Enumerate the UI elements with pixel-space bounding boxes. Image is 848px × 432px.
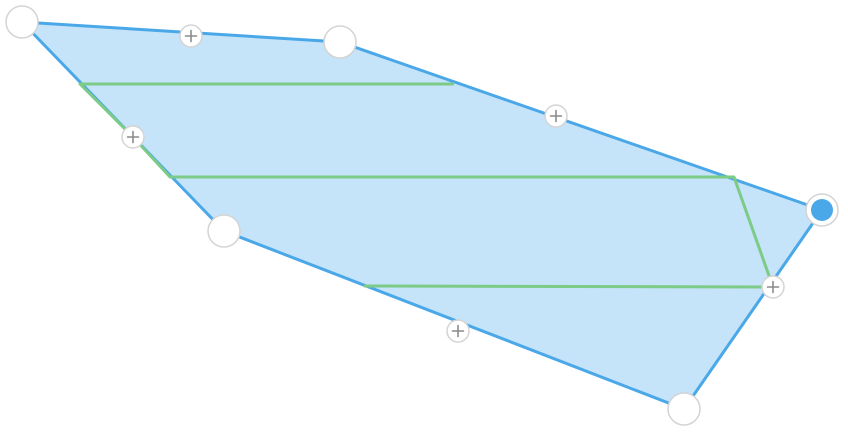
add-point-handle-top-right[interactable]	[544, 104, 568, 128]
vertex-handle-left[interactable]	[207, 214, 241, 248]
plus-icon	[451, 324, 465, 338]
add-point-handle-bottom[interactable]	[446, 319, 470, 343]
vertex-handle-top-left[interactable]	[5, 5, 39, 39]
vertex-handle-top[interactable]	[323, 25, 357, 59]
plus-icon	[184, 29, 198, 43]
plus-icon	[766, 280, 780, 294]
add-point-handle-top-left[interactable]	[179, 24, 203, 48]
polygon-area[interactable]	[20, 20, 824, 411]
add-point-handle-right[interactable]	[761, 275, 785, 299]
plus-icon	[126, 130, 140, 144]
add-point-handle-left[interactable]	[121, 125, 145, 149]
vertex-handle-bottom[interactable]	[667, 392, 701, 426]
plus-icon	[549, 109, 563, 123]
selected-indicator	[811, 199, 833, 221]
vertex-handle-right-selected[interactable]	[805, 193, 839, 227]
